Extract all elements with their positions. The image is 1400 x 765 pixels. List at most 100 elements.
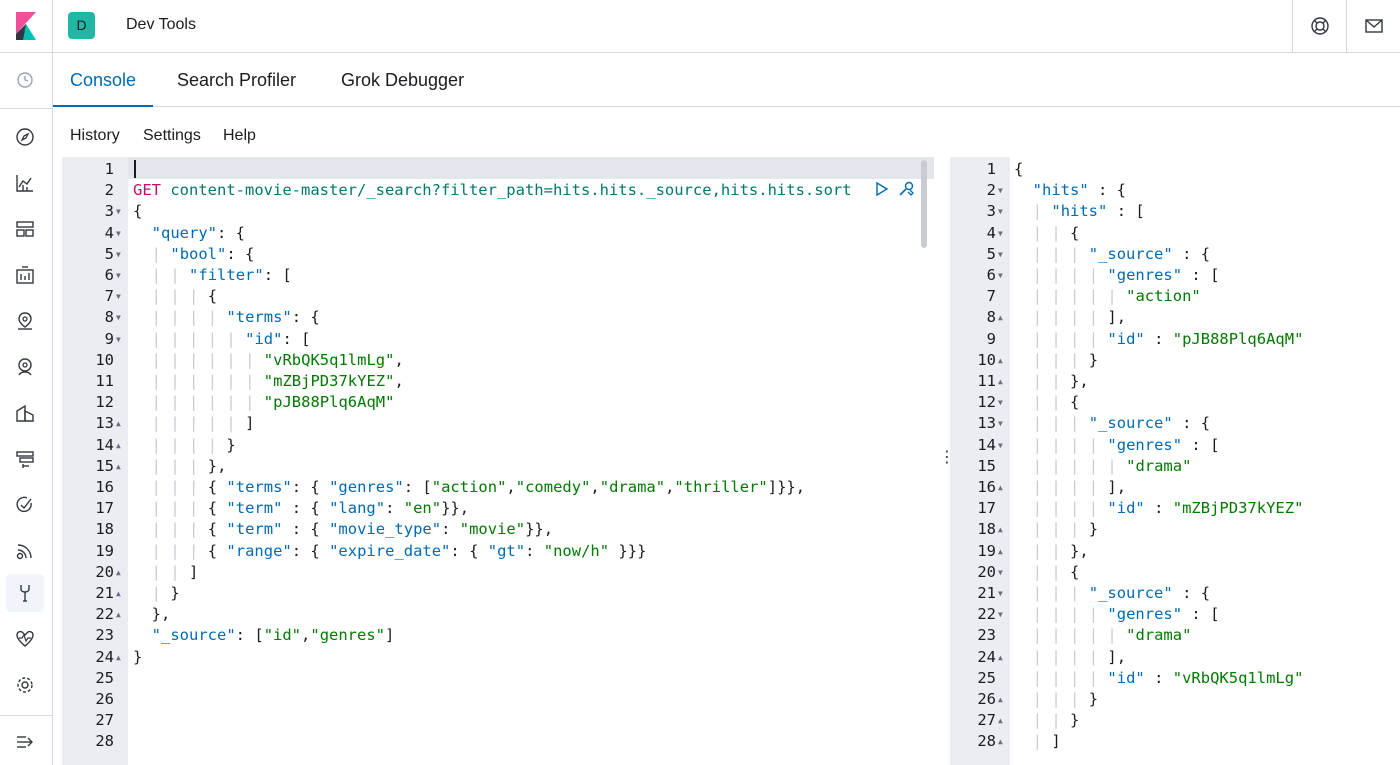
line-number: 1	[986, 160, 996, 178]
top-header: D Dev Tools	[0, 0, 1400, 53]
help-link[interactable]: Help	[223, 127, 256, 144]
fold-arrow-up-icon[interactable]: ▲	[998, 716, 1003, 726]
fold-arrow-down-icon[interactable]: ▼	[998, 207, 1003, 217]
fold-arrow-down-icon[interactable]: ▼	[116, 334, 121, 344]
fold-arrow-up-icon[interactable]: ▲	[998, 652, 1003, 662]
tab-console[interactable]: Console	[53, 53, 154, 107]
fold-arrow-up-icon[interactable]: ▲	[116, 652, 121, 662]
discover-icon[interactable]	[6, 118, 44, 156]
kibana-logo[interactable]	[0, 0, 53, 53]
fold-arrow-up-icon[interactable]: ▲	[116, 567, 121, 577]
fold-arrow-down-icon[interactable]: ▼	[998, 589, 1003, 598]
code-line: 27	[62, 710, 934, 731]
line-number: 6	[986, 266, 996, 284]
fold-arrow-down-icon[interactable]: ▼	[998, 271, 1003, 280]
code-text: {	[133, 202, 143, 221]
dashboard-icon[interactable]	[6, 210, 44, 248]
code-text: | "hits" : [	[1032, 202, 1145, 221]
fold-arrow-up-icon[interactable]: ▲	[998, 483, 1003, 492]
fold-arrow-up-icon[interactable]: ▲	[116, 440, 121, 450]
machine-learning-icon[interactable]	[6, 348, 44, 386]
fold-arrow-down-icon[interactable]: ▼	[116, 228, 121, 238]
code-line: 20▲ | | ]	[62, 562, 934, 583]
logs-icon[interactable]	[6, 440, 44, 478]
line-number: 18	[95, 520, 114, 539]
code-line: 21▲ | }	[62, 583, 934, 604]
code-text: | | | | | ]	[151, 414, 255, 433]
code-line: 23 "_source": ["id","genres"]	[62, 625, 934, 646]
tab-grok-debugger[interactable]: Grok Debugger	[341, 70, 465, 90]
fold-arrow-down-icon[interactable]: ▼	[998, 419, 1003, 429]
space-avatar[interactable]: D	[68, 12, 95, 39]
console-menu: History Settings Help	[53, 107, 1400, 157]
code-line: 28▲ | ]	[950, 731, 1400, 752]
fold-arrow-up-icon[interactable]: ▲	[998, 355, 1003, 365]
fold-arrow-up-icon[interactable]: ▲	[116, 461, 121, 471]
line-number: 25	[977, 668, 996, 687]
code-text: | | | | | | "mZBjPD37kYEZ",	[151, 372, 404, 390]
fold-arrow-down-icon[interactable]: ▼	[998, 440, 1003, 450]
settings-link[interactable]: Settings	[143, 127, 201, 144]
fold-arrow-up-icon[interactable]: ▲	[116, 419, 121, 429]
fold-arrow-down-icon[interactable]: ▼	[998, 186, 1003, 196]
code-text: | | | "_source" : {	[1032, 414, 1211, 433]
collapse-icon[interactable]	[6, 723, 44, 761]
side-navigation	[0, 53, 53, 765]
fold-arrow-down-icon[interactable]: ▼	[116, 271, 121, 280]
code-line: 22▼ | | | | "genres" : [	[950, 604, 1400, 625]
code-text: | | | | "id" : "vRbQK5q1lmLg"	[1032, 668, 1304, 687]
fold-arrow-down-icon[interactable]: ▼	[998, 567, 1003, 577]
fold-arrow-down-icon[interactable]: ▼	[116, 313, 121, 323]
fold-arrow-up-icon[interactable]: ▲	[998, 377, 1003, 386]
fold-arrow-down-icon[interactable]: ▼	[998, 398, 1003, 408]
fold-arrow-down-icon[interactable]: ▼	[116, 207, 121, 217]
fold-arrow-up-icon[interactable]: ▲	[116, 610, 121, 620]
line-number: 4	[104, 223, 114, 242]
tab-search-profiler[interactable]: Search Profiler	[177, 70, 297, 90]
wrench-icon[interactable]	[897, 180, 915, 198]
code-line: 17 | | | | "id" : "mZBjPD37kYEZ"	[950, 498, 1400, 519]
line-number: 12	[95, 393, 114, 412]
request-scrollbar[interactable]	[921, 160, 927, 248]
fold-arrow-down-icon[interactable]: ▼	[116, 292, 121, 302]
fold-arrow-down-icon[interactable]: ▼	[116, 249, 121, 259]
code-text: GET content-movie-master/_search?filter_…	[133, 181, 852, 200]
apm-icon[interactable]	[6, 486, 44, 524]
maps-icon[interactable]	[6, 302, 44, 340]
code-line: 28	[62, 731, 934, 752]
fold-arrow-down-icon[interactable]: ▼	[998, 228, 1003, 238]
infrastructure-icon[interactable]	[6, 394, 44, 432]
canvas-icon[interactable]	[6, 256, 44, 294]
management-icon[interactable]	[6, 666, 44, 704]
line-number: 9	[104, 329, 114, 348]
code-text: | | | | | "drama"	[1032, 626, 1192, 645]
play-icon[interactable]	[875, 181, 889, 197]
fold-arrow-down-icon[interactable]: ▼	[998, 249, 1003, 259]
uptime-icon[interactable]	[6, 532, 44, 570]
newsfeed-button[interactable]	[1346, 0, 1400, 53]
code-text: | | | | "genres" : [	[1032, 435, 1220, 454]
visualize-icon[interactable]	[6, 164, 44, 202]
fold-arrow-down-icon[interactable]: ▼	[998, 610, 1003, 620]
history-link[interactable]: History	[70, 127, 120, 144]
line-number: 24	[977, 647, 996, 666]
code-line: 15▲ | | | },	[62, 456, 934, 477]
dev-tools-icon[interactable]	[6, 574, 44, 612]
code-line: 18 | | | { "term" : { "movie_type": "mov…	[62, 519, 934, 540]
fold-arrow-up-icon[interactable]: ▲	[998, 546, 1003, 556]
code-line: 10▲ | | | }	[950, 350, 1400, 371]
editor-resizer[interactable]: ⋮	[934, 157, 955, 765]
help-button[interactable]	[1292, 0, 1346, 53]
code-line: 19 | | | { "range": { "expire_date": { "…	[62, 541, 934, 562]
code-line: 21▼ | | | "_source" : {	[950, 583, 1400, 604]
stack-monitoring-icon[interactable]	[6, 620, 44, 658]
fold-arrow-up-icon[interactable]: ▲	[998, 313, 1003, 323]
fold-arrow-up-icon[interactable]: ▲	[998, 525, 1003, 535]
line-number: 21	[977, 584, 996, 602]
fold-arrow-up-icon[interactable]: ▲	[116, 589, 121, 598]
recently-viewed-icon[interactable]	[6, 61, 44, 99]
fold-arrow-up-icon[interactable]: ▲	[998, 695, 1003, 704]
fold-arrow-up-icon[interactable]: ▲	[998, 737, 1003, 747]
line-number: 23	[95, 626, 114, 645]
